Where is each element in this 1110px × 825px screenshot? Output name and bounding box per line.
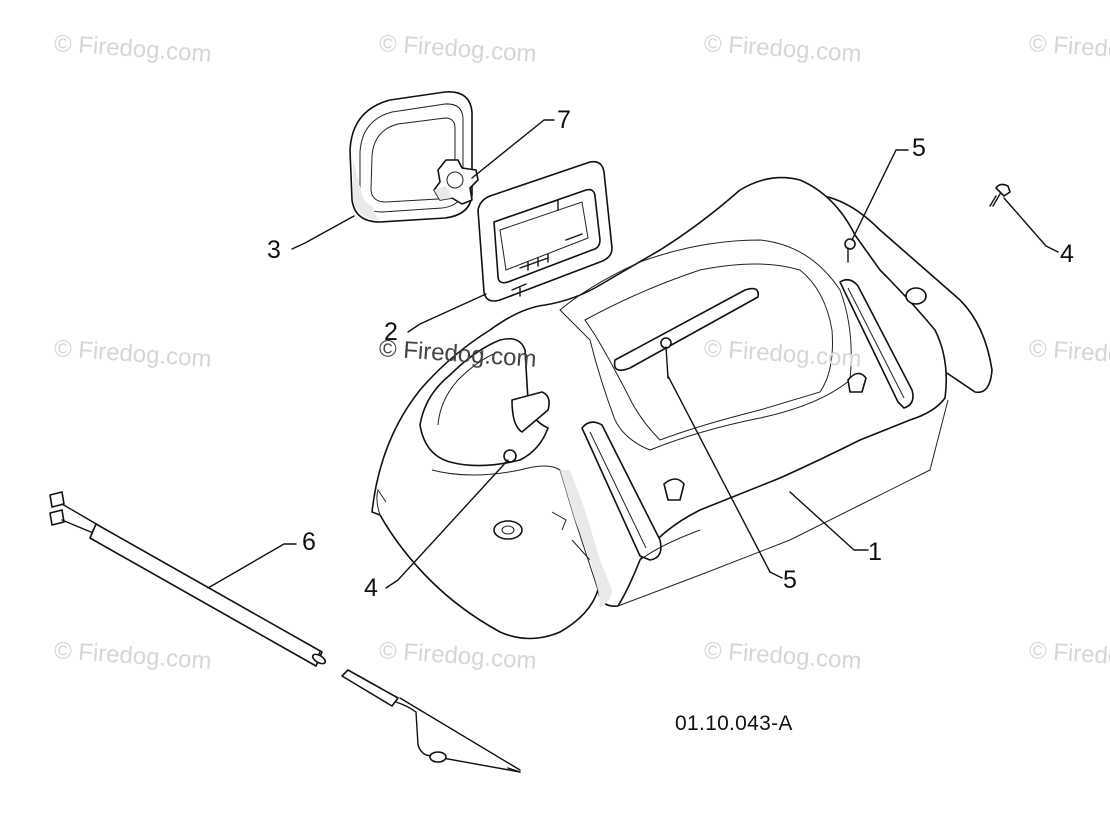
leader-lines <box>207 119 1059 589</box>
drawing-code: 01.10.043-A <box>675 712 793 735</box>
callout-1: 1 <box>868 538 882 566</box>
callout-5-top: 5 <box>912 134 926 162</box>
callout-2: 2 <box>384 318 398 346</box>
leader-1 <box>789 491 869 551</box>
part-6-throttle-cable <box>49 491 521 773</box>
part-2-filter-frame <box>477 160 613 302</box>
callout-4-right: 4 <box>1060 240 1074 268</box>
callout-7: 7 <box>557 106 571 134</box>
leader-4a <box>1003 197 1059 253</box>
leader-5a <box>851 149 909 241</box>
leader-7 <box>471 119 555 179</box>
part-5-pins <box>660 238 856 379</box>
leader-3 <box>291 215 355 250</box>
callout-3: 3 <box>267 236 281 264</box>
callout-6: 6 <box>302 528 316 556</box>
callout-5-bottom: 5 <box>783 566 797 594</box>
part-4-screw-right <box>989 183 1011 207</box>
leader-2 <box>407 293 487 333</box>
part-7-knob <box>433 159 479 205</box>
leader-6 <box>207 543 297 589</box>
callout-4-left: 4 <box>364 574 378 602</box>
part-1-housing <box>371 176 993 640</box>
leader-4b <box>385 459 509 589</box>
leader-5b <box>667 375 783 579</box>
part-3-filter-cover <box>349 91 473 223</box>
